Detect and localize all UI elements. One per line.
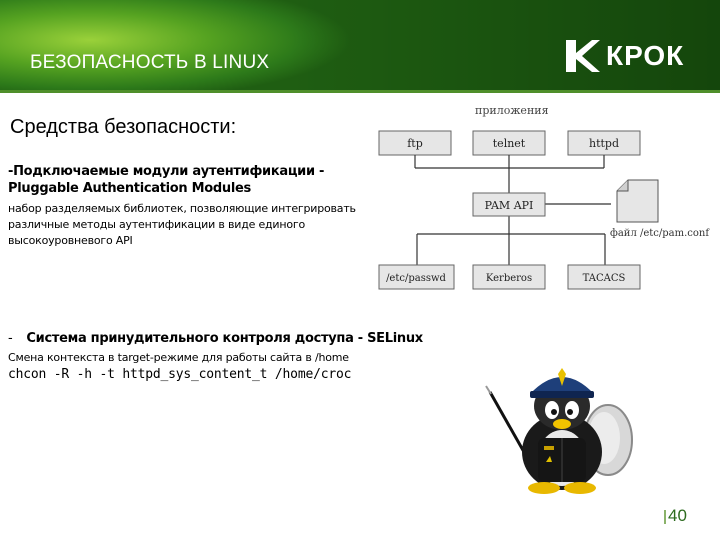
selinux-title: -Система принудительного контроля доступ… (8, 331, 428, 346)
module-box-kerberos: Kerberos (472, 264, 546, 290)
selinux-command: chcon -R -h -t httpd_sys_content_t /home… (8, 367, 352, 382)
module-box-tacacs: TACACS (567, 264, 641, 290)
page-number: 40 (668, 506, 687, 525)
app-label-telnet: telnet (493, 137, 526, 150)
module-label-passwd: /etc/passwd (386, 273, 446, 284)
pam-description: набор разделяемых библиотек, позволяющие… (8, 202, 356, 247)
croc-logo-icon (566, 40, 600, 72)
pam-title: -Подключаемые модули аутентификации - Pl… (8, 164, 325, 196)
app-box-telnet: telnet (472, 130, 546, 156)
pam-api-box: PAM API (472, 192, 546, 217)
module-label-tacacs: TACACS (583, 273, 626, 284)
app-box-ftp: ftp (378, 130, 452, 156)
tux-police-icon (485, 368, 633, 494)
app-box-httpd: httpd (567, 130, 641, 156)
selinux-description: Смена контекста в target-режиме для рабо… (8, 351, 349, 364)
config-file-icon (616, 179, 659, 223)
apps-label: приложения (475, 104, 549, 117)
app-label-ftp: ftp (407, 137, 423, 150)
connector-lines (414, 155, 611, 265)
slide-title: БЕЗОПАСНОСТЬ В LINUX (30, 52, 270, 73)
app-label-httpd: httpd (589, 137, 619, 150)
header-divider (0, 90, 720, 93)
module-label-kerberos: Kerberos (486, 273, 532, 284)
page-number-marker (664, 510, 666, 524)
logo-text: КРОК (606, 40, 685, 71)
selinux-title-text: Система принудительного контроля доступа… (26, 331, 423, 346)
bullet-dash: - (8, 331, 13, 346)
croc-logo: КРОК (562, 36, 692, 76)
section-title: Средства безопасности: (10, 116, 237, 138)
pam-diagram: приложения ftp telnet httpd PAM API файл… (378, 104, 710, 290)
slide-header: БЕЗОПАСНОСТЬ В LINUX КРОК (0, 0, 720, 90)
config-file-label: файл /etc/pam.conf (610, 228, 710, 239)
module-box-passwd: /etc/passwd (378, 264, 455, 290)
pam-api-label: PAM API (485, 199, 534, 212)
